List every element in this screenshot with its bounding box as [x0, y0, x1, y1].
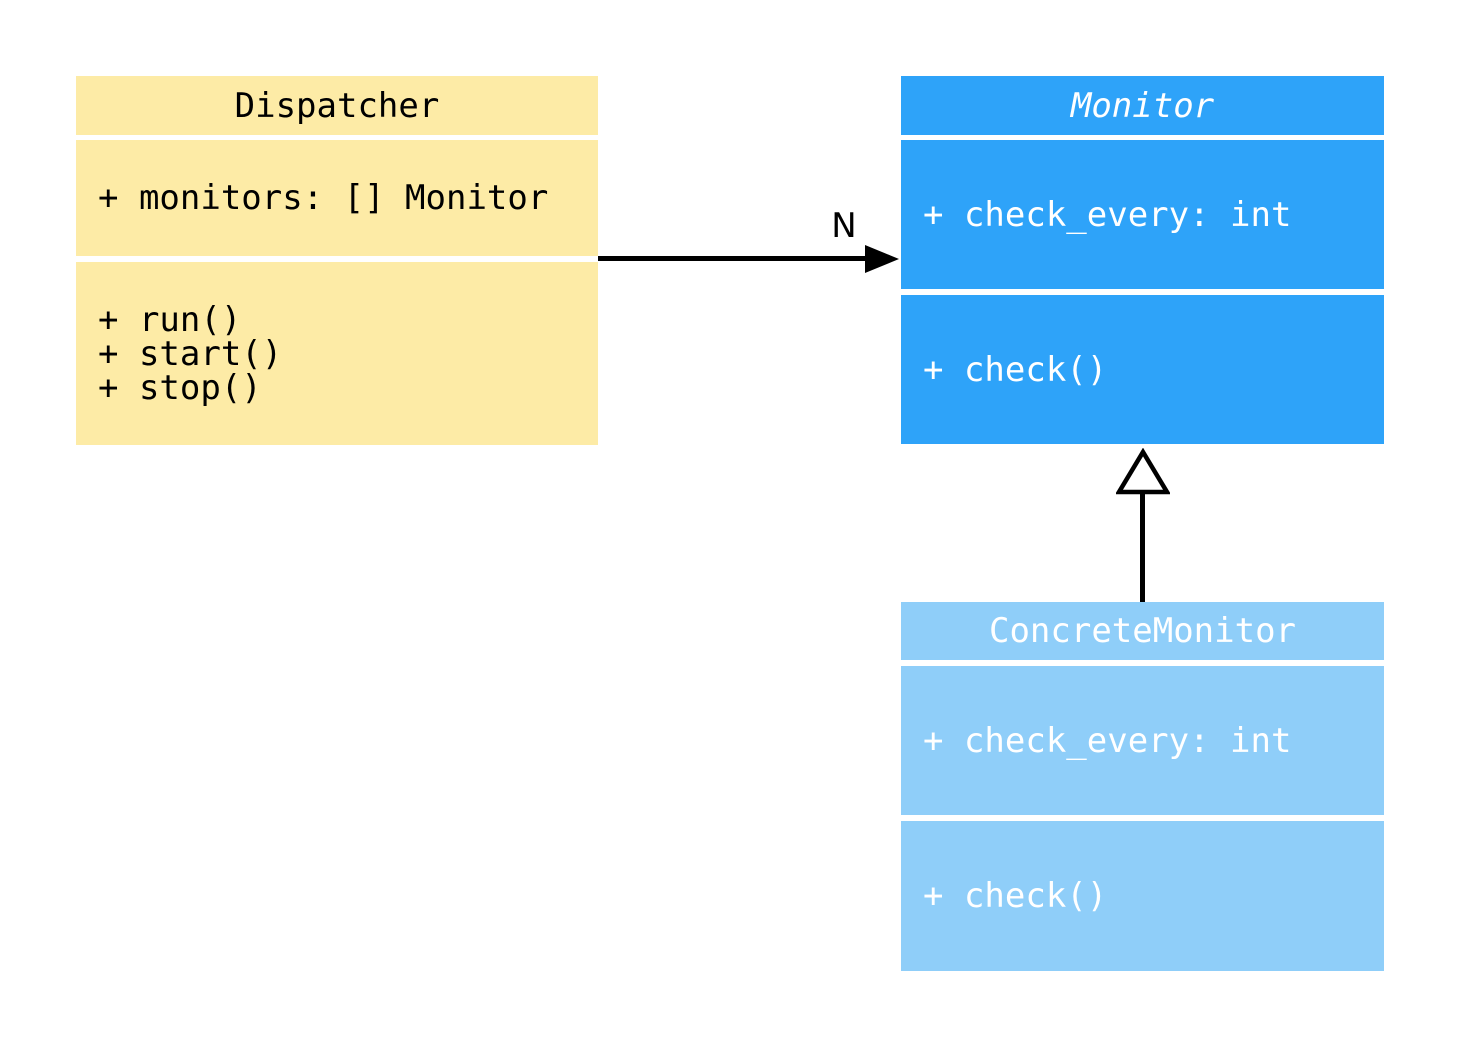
class-name-concrete-monitor: ConcreteMonitor	[988, 611, 1297, 651]
class-box-dispatcher: Dispatcher + monitors: [] Monitor + run(…	[76, 76, 598, 445]
class-title-bar-concrete-monitor: ConcreteMonitor	[901, 602, 1384, 660]
class-name-monitor: Monitor	[1070, 85, 1215, 126]
class-title-bar-dispatcher: Dispatcher	[76, 76, 598, 135]
method-check: + check()	[923, 876, 1108, 916]
class-title-bar-monitor: Monitor	[901, 76, 1384, 135]
methods-section-monitor: + check()	[901, 295, 1384, 444]
method-stop: + stop()	[98, 367, 262, 408]
method-run: + run()	[98, 299, 242, 340]
attribute-check-every: + check_every: int	[923, 194, 1292, 235]
attribute-monitors: + monitors: [] Monitor	[98, 178, 549, 218]
class-box-concrete-monitor: ConcreteMonitor + check_every: int + che…	[901, 602, 1384, 971]
method-start: + start()	[98, 333, 283, 374]
class-box-monitor: Monitor + check_every: int + check()	[901, 76, 1384, 444]
attributes-section-monitor: + check_every: int	[901, 140, 1384, 289]
attributes-section-dispatcher: + monitors: [] Monitor	[76, 140, 598, 256]
multiplicity-label: N	[831, 206, 857, 246]
inheritance-line	[1140, 492, 1145, 602]
methods-section-dispatcher: + run() + start() + stop()	[76, 262, 598, 445]
attributes-section-concrete-monitor: + check_every: int	[901, 666, 1384, 815]
methods-section-concrete-monitor: + check()	[901, 821, 1384, 971]
method-check: + check()	[923, 349, 1108, 390]
class-name-dispatcher: Dispatcher	[234, 85, 440, 126]
attribute-check-every: + check_every: int	[923, 720, 1292, 761]
association-arrowhead-icon	[865, 245, 899, 273]
association-line	[598, 256, 868, 261]
inheritance-triangle-icon	[1116, 448, 1170, 495]
